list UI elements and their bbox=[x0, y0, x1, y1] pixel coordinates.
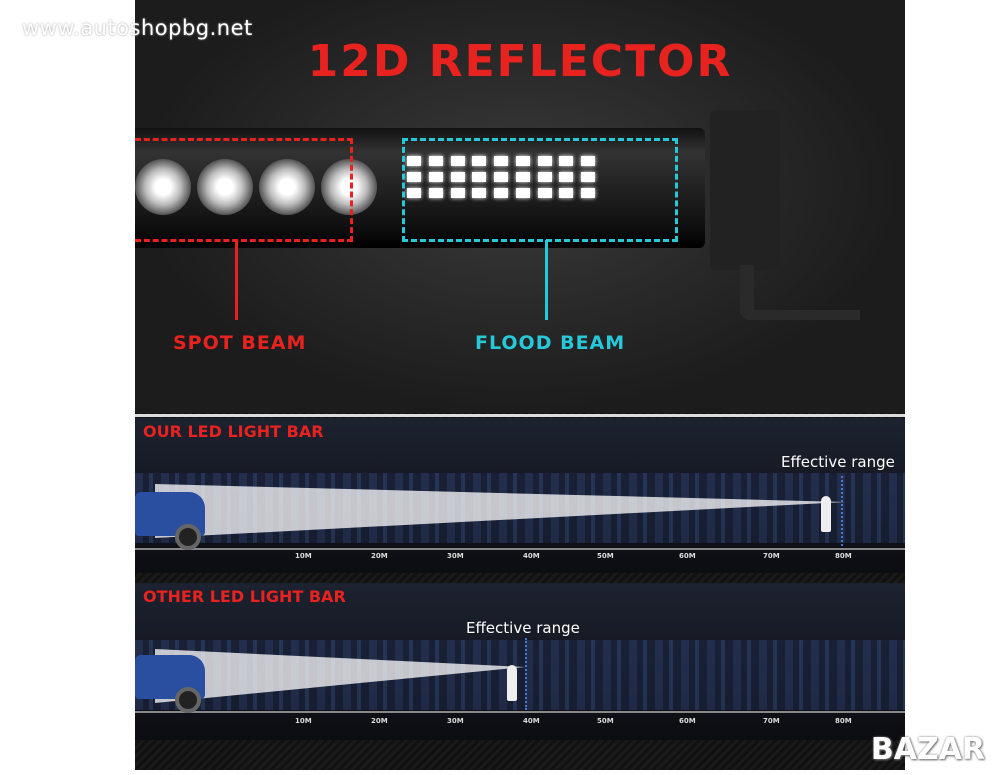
divider bbox=[135, 414, 905, 417]
light-beam bbox=[155, 649, 525, 703]
flood-led-chip bbox=[472, 188, 487, 198]
distance-tick: 40M bbox=[523, 717, 540, 725]
distance-tick: 30M bbox=[447, 717, 464, 725]
flood-led-chip bbox=[537, 156, 552, 166]
spot-pointer bbox=[235, 240, 238, 320]
flood-led-chip bbox=[450, 172, 465, 182]
flood-led-chip bbox=[407, 172, 421, 182]
bazar-logo: BAZAR bbox=[870, 732, 985, 767]
flood-led-chip bbox=[559, 156, 574, 166]
distance-tick: 70M bbox=[763, 552, 780, 560]
spot-led bbox=[197, 159, 253, 215]
spot-led bbox=[135, 159, 191, 215]
flood-beam-outline bbox=[402, 138, 678, 242]
flood-led-chip bbox=[428, 156, 443, 166]
distance-tick: 60M bbox=[679, 717, 696, 725]
spot-led bbox=[259, 159, 315, 215]
distance-tick: 50M bbox=[597, 717, 614, 725]
mount-foot bbox=[740, 265, 860, 320]
flood-led-chip bbox=[472, 172, 487, 182]
distance-tick: 60M bbox=[679, 552, 696, 560]
spot-led bbox=[321, 159, 377, 215]
effective-range-label: Effective range bbox=[781, 453, 895, 471]
wheel bbox=[175, 524, 201, 550]
flood-leds bbox=[407, 156, 597, 198]
distance-tick: 10M bbox=[295, 552, 312, 560]
distance-tick: 20M bbox=[371, 552, 388, 560]
distance-tick: 80M bbox=[835, 717, 852, 725]
flood-led-chip bbox=[472, 156, 487, 166]
spot-beam-outline bbox=[135, 138, 353, 242]
led-light-bar bbox=[135, 128, 705, 248]
spot-leds bbox=[135, 142, 377, 232]
flood-led-chip bbox=[515, 156, 530, 166]
flood-led-chip bbox=[428, 172, 443, 182]
mount-bracket bbox=[710, 110, 780, 270]
ground-line bbox=[135, 548, 905, 550]
flood-led-chip bbox=[581, 156, 596, 166]
distance-tick: 20M bbox=[371, 717, 388, 725]
distance-tick: 50M bbox=[597, 552, 614, 560]
flood-led-chip bbox=[494, 156, 509, 166]
flood-led-chip bbox=[537, 172, 552, 182]
our-bar-heading: OUR LED LIGHT BAR bbox=[143, 422, 324, 441]
distance-tick: 30M bbox=[447, 552, 464, 560]
person-icon bbox=[507, 665, 517, 701]
distance-tick: 10M bbox=[295, 717, 312, 725]
spot-beam-label: SPOT BEAM bbox=[173, 332, 307, 354]
wheel bbox=[175, 687, 201, 713]
distance-tick: 40M bbox=[523, 552, 540, 560]
effective-range-label: Effective range bbox=[466, 619, 580, 637]
reflector-section: 12D REFLECTOR SPOT BEAM FLOOD BEAM bbox=[135, 0, 905, 413]
flood-led-chip bbox=[494, 172, 509, 182]
flood-led-chip bbox=[450, 188, 465, 198]
flood-led-chip bbox=[515, 172, 530, 182]
flood-beam-label: FLOOD BEAM bbox=[475, 332, 626, 354]
our-bar-section: OUR LED LIGHT BAR Effective range 10M 20M… bbox=[135, 418, 905, 573]
range-line bbox=[841, 476, 843, 546]
flood-led-chip bbox=[407, 156, 421, 166]
flood-led-chip bbox=[537, 188, 552, 198]
flood-led-chip bbox=[581, 172, 596, 182]
product-image: 12D REFLECTOR SPOT BEAM FLOOD BEAM OUR L… bbox=[135, 0, 905, 770]
flood-led-chip bbox=[559, 172, 574, 182]
distance-tick: 80M bbox=[835, 552, 852, 560]
other-bar-heading: OTHER LED LIGHT BAR bbox=[143, 587, 346, 606]
flood-led-chip bbox=[494, 188, 509, 198]
watermark: www.autoshopbg.net bbox=[22, 16, 253, 40]
flood-pointer bbox=[545, 240, 548, 320]
ground-line bbox=[135, 711, 905, 713]
person-icon bbox=[821, 496, 831, 532]
flood-led-chip bbox=[559, 188, 574, 198]
title: 12D REFLECTOR bbox=[307, 36, 733, 87]
flood-led-chip bbox=[581, 188, 596, 198]
flood-led-chip bbox=[407, 188, 421, 198]
flood-led-chip bbox=[428, 188, 443, 198]
range-line bbox=[525, 638, 527, 710]
other-bar-section: OTHER LED LIGHT BAR Effective range 10M 2… bbox=[135, 583, 905, 740]
flood-led-chip bbox=[515, 188, 530, 198]
flood-led-chip bbox=[450, 156, 465, 166]
distance-tick: 70M bbox=[763, 717, 780, 725]
light-beam bbox=[155, 484, 845, 538]
